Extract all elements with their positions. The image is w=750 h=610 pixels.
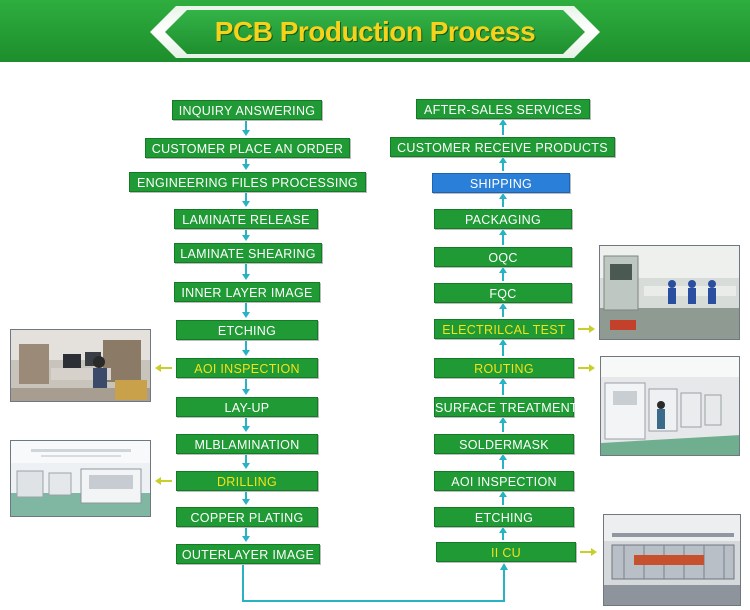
left-step-5: LAMINATE SHEARING (174, 243, 322, 263)
routing-photo (600, 356, 740, 456)
left-step-1: INQUIRY ANSWERING (172, 100, 322, 120)
left-arrow-7-head (242, 350, 250, 356)
drilling-photo-arrow-head (155, 477, 161, 485)
left-step-11: DRILLING (176, 471, 318, 491)
left-step-8: AOI INSPECTION (176, 358, 318, 378)
left-arrow-5-head (242, 274, 250, 280)
right-step-1: AFTER-SALES SERVICES (416, 99, 590, 119)
left-arrow-1-head (242, 130, 250, 136)
electrical-test-photo-arrow-head (589, 325, 595, 333)
left-step-9: LAY-UP (176, 397, 318, 417)
right-step-7: ELECTRILCAL TEST (434, 319, 574, 339)
left-step-2: CUSTOMER PLACE AN ORDER (145, 138, 350, 158)
right-arrow-3-head (499, 193, 507, 199)
left-step-6: INNER LAYER IMAGE (174, 282, 320, 302)
right-arrow-12-head (499, 527, 507, 533)
left-arrow-11-head (242, 499, 250, 505)
bottom-connector-head (500, 563, 508, 570)
left-step-3: ENGINEERING FILES PROCESSING (129, 172, 366, 192)
left-step-13: OUTERLAYER IMAGE (176, 544, 320, 564)
right-step-4: PACKAGING (434, 209, 572, 229)
right-step-8: ROUTING (434, 358, 574, 378)
left-arrow-6-head (242, 312, 250, 318)
aoi-inspection-photo (10, 329, 151, 402)
left-arrow-2-head (242, 164, 250, 170)
right-step-10: SOLDERMASK (434, 434, 574, 454)
right-step-9: SURFACE TREATMENT (434, 397, 578, 417)
left-step-12: COPPER PLATING (176, 507, 318, 527)
ii-cu-photo (603, 514, 741, 606)
left-arrow-12-head (242, 536, 250, 542)
right-step-11: AOI INSPECTION (434, 471, 574, 491)
right-step-12: ETCHING (434, 507, 574, 527)
left-arrow-9-head (242, 426, 250, 432)
right-arrow-10-head (499, 454, 507, 460)
left-arrow-3-head (242, 201, 250, 207)
right-arrow-1-head (499, 119, 507, 125)
electrical-test-photo (599, 245, 740, 340)
left-step-4: LAMINATE RELEASE (174, 209, 318, 229)
right-step-2: CUSTOMER RECEIVE PRODUCTS (390, 137, 615, 157)
right-step-13: II CU (436, 542, 576, 562)
aoi-photo-arrow-head (155, 364, 161, 372)
ii-cu-photo-arrow-head (591, 548, 597, 556)
right-arrow-9-head (499, 417, 507, 423)
right-arrow-8-head (499, 378, 507, 384)
bottom-connector (242, 564, 505, 602)
right-arrow-4-head (499, 229, 507, 235)
right-arrow-11-head (499, 491, 507, 497)
right-arrow-5-head (499, 267, 507, 273)
right-step-6: FQC (434, 283, 572, 303)
routing-photo-arrow-head (589, 364, 595, 372)
page-title: PCB Production Process (214, 16, 536, 47)
left-step-10: MLBLAMINATION (176, 434, 318, 454)
title-ribbon (165, 10, 585, 54)
left-arrow-10-head (242, 463, 250, 469)
left-arrow-4-head (242, 235, 250, 241)
right-arrow-6-head (499, 303, 507, 309)
drilling-photo (10, 440, 151, 517)
left-arrow-8-head (242, 389, 250, 395)
left-step-7: ETCHING (176, 320, 318, 340)
right-arrow-2-head (499, 157, 507, 163)
right-arrow-7-head (499, 339, 507, 345)
right-step-3: SHIPPING (432, 173, 570, 193)
right-step-5: OQC (434, 247, 572, 267)
